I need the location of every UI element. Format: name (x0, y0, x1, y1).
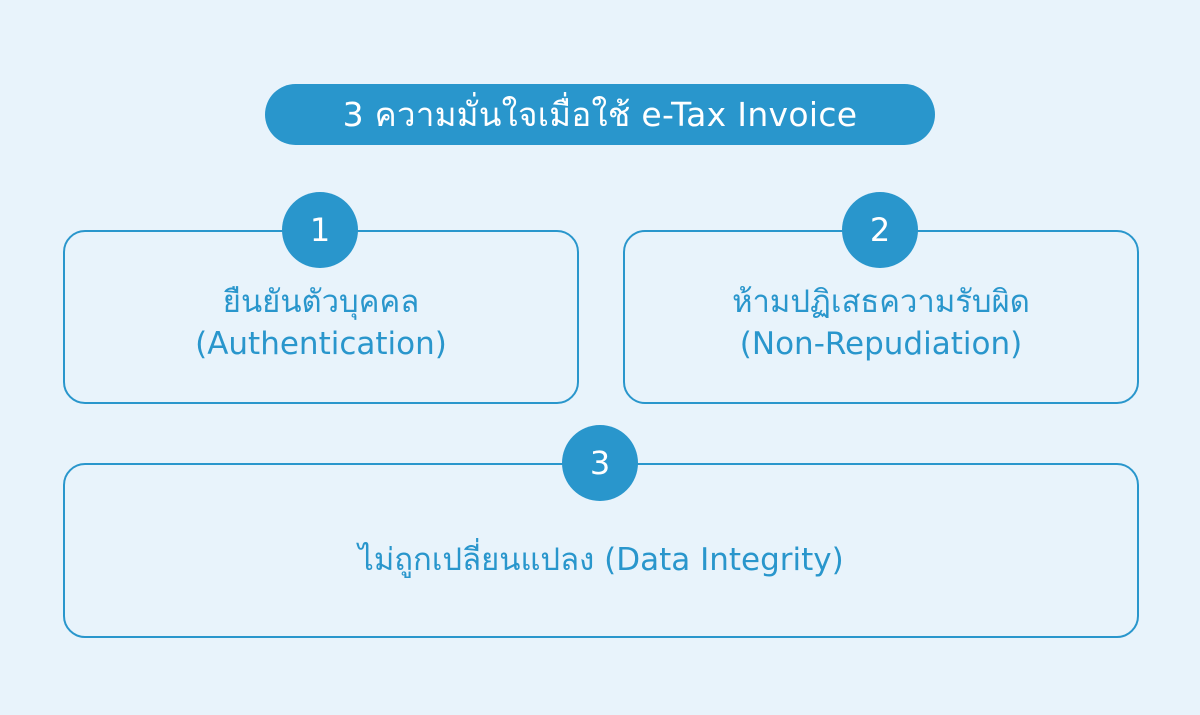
title-text: 3 ความมั่นใจเมื่อใช้ e-Tax Invoice (342, 95, 858, 134)
badge-number: 3 (589, 444, 611, 482)
item-english-label: (Authentication) (195, 326, 447, 362)
title-banner: 3 ความมั่นใจเมื่อใช้ e-Tax Invoice (265, 84, 935, 145)
number-badge-2: 2 (842, 192, 918, 268)
item-card-non-repudiation: ห้ามปฏิเสธความรับผิด (Non-Repudiation) (623, 230, 1139, 404)
item-thai-label: ไม่ถูกเปลี่ยนแปลง (Data Integrity) (358, 541, 844, 578)
badge-number: 2 (869, 211, 891, 249)
item-thai-label: ห้ามปฏิเสธความรับผิด (732, 284, 1030, 321)
badge-number: 1 (309, 211, 331, 249)
item-card-authentication: ยืนยันตัวบุคคล (Authentication) (63, 230, 579, 404)
number-badge-3: 3 (562, 425, 638, 501)
item-english-label: (Non-Repudiation) (739, 326, 1023, 362)
item-thai-label: ยืนยันตัวบุคคล (222, 284, 420, 321)
number-badge-1: 1 (282, 192, 358, 268)
